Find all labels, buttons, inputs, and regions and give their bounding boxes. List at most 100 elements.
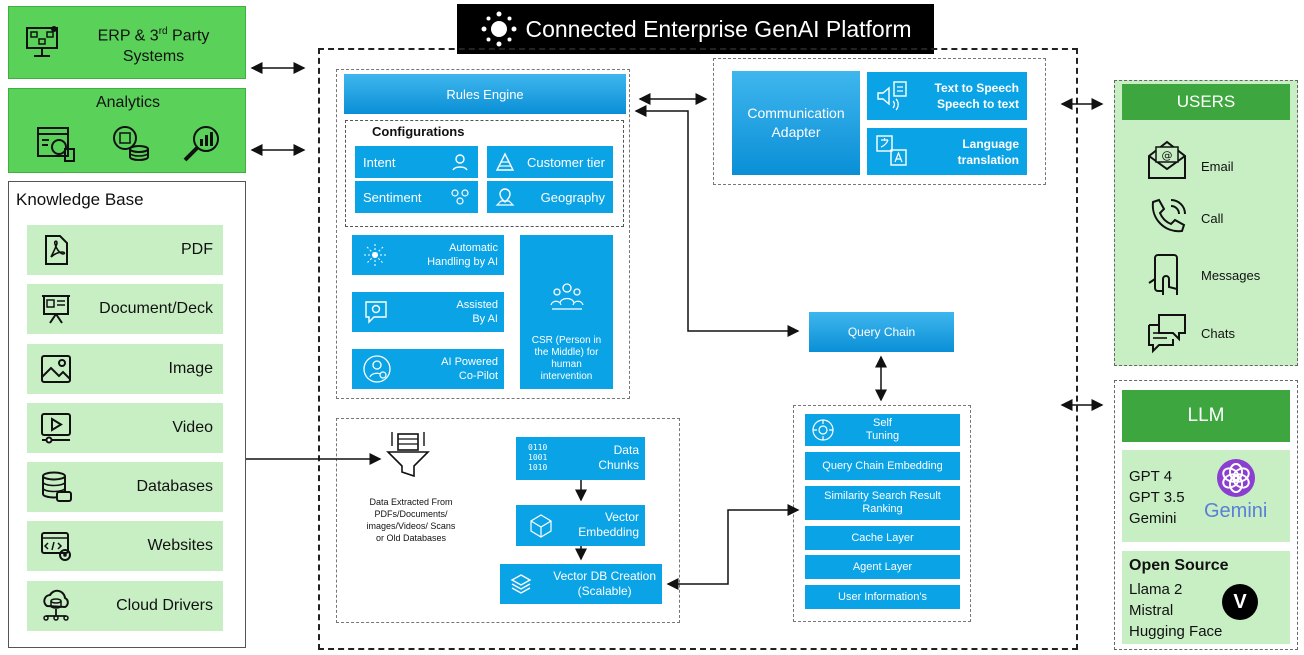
analytics-box: Analytics [8, 88, 246, 173]
kb-item-websites: Websites [27, 521, 223, 571]
translate-icon [876, 135, 907, 166]
v-logo-letter: V [1233, 590, 1247, 613]
rules-engine-label: Rules Engine [446, 86, 524, 102]
erp-sup: rd [158, 26, 168, 37]
kb-label-image: Image [168, 360, 213, 377]
pdf-icon [45, 235, 68, 265]
knowledge-base-title: Knowledge Base [16, 190, 144, 209]
binary-l3: 1010 [528, 463, 548, 472]
v-logo-icon: V [1222, 584, 1258, 620]
analytics-label: Analytics [95, 94, 161, 111]
stack-agent-label: Agent Layer [852, 560, 913, 573]
video-icon [41, 413, 71, 444]
stack-self-l1: Self [873, 417, 892, 429]
kb-item-cloud: Cloud Drivers [27, 581, 223, 631]
chat-bubbles-icon [1148, 314, 1186, 354]
magnifier-chart-icon [183, 126, 219, 162]
data-extracted-text: Data Extracted From PDFs/Documents/ imag… [356, 496, 466, 544]
stack-cache-label: Cache Layer [851, 531, 914, 544]
binary-l2: 1001 [528, 453, 548, 462]
ai-assisted-l2: By AI [472, 313, 498, 325]
pyramid-icon [495, 152, 515, 171]
website-code-icon [41, 532, 71, 561]
phone-call-icon [1151, 198, 1186, 233]
phone-touch-icon [1148, 254, 1178, 295]
user-messages: Messages [1145, 253, 1260, 297]
person-pin-icon [452, 154, 468, 171]
os-item-2: Mistral [1129, 602, 1174, 619]
ve-l1: Vector [604, 510, 639, 524]
open-source-title: Open Source [1129, 557, 1229, 574]
vector-db-box: Vector DB Creation (Scalable) [500, 564, 662, 604]
gpt-list: GPT 4 GPT 3.5 Gemini [1129, 466, 1185, 529]
vector-embedding-box: Vector Embedding [516, 505, 645, 546]
kb-label-websites: Websites [147, 537, 213, 554]
cfg-sentiment-label: Sentiment [363, 189, 422, 205]
kb-label-video: Video [172, 419, 213, 436]
rules-engine-box: Rules Engine [344, 74, 626, 114]
erp-system-icon [26, 26, 58, 57]
kb-item-databases: Databases [27, 462, 223, 512]
vector-embedding-text: Vector Embedding [578, 510, 639, 540]
stack-sim-l1: Similarity Search Result [824, 490, 941, 502]
tts-box: Text to Speech Speech to text [867, 72, 1027, 120]
data-chunks-text: Data Chunks [598, 443, 639, 473]
llm-title: LLM [1187, 405, 1225, 426]
data-coins-icon [113, 126, 149, 161]
page-title: Connected Enterprise GenAI Platform [525, 15, 912, 42]
emotion-faces-icon [451, 189, 469, 205]
user-email: @ Email [1145, 138, 1234, 182]
erp-line1: ERP & 3 [97, 27, 159, 45]
erp-box: ERP & 3rd Party Systems [8, 6, 246, 79]
csr-l2: the Middle) for [534, 347, 599, 358]
stack-cache: Cache Layer [805, 526, 960, 550]
stack-self-l2: Tuning [865, 430, 900, 442]
users-panel [1114, 80, 1298, 366]
language-box: Language translation [867, 128, 1027, 175]
vdb-l1: Vector DB Creation [553, 569, 656, 583]
communication-adapter-box: Communication Adapter [732, 71, 860, 175]
user-chats-label: Chats [1201, 325, 1235, 341]
tts-text: Text to Speech Speech to text [935, 80, 1019, 112]
os-item-3: Hugging Face [1129, 623, 1223, 640]
cfg-geography: Geography [487, 181, 613, 213]
chunks-l1: Data [613, 443, 639, 457]
kb-label-document: Document/Deck [99, 300, 213, 317]
ai-box-assisted: Assisted By AI [352, 292, 504, 332]
query-chain-label: Query Chain [847, 325, 916, 339]
database-icon [42, 471, 72, 502]
open-source-box: Open Source Llama 2 Mistral Hugging Face… [1122, 551, 1290, 644]
os-item-1: Llama 2 [1129, 581, 1183, 598]
cfg-sentiment: Sentiment [355, 181, 478, 213]
agent-badge-icon [363, 355, 391, 383]
svg-text:@: @ [1162, 149, 1173, 162]
user-email-label: Email [1201, 158, 1234, 174]
kb-label-pdf: PDF [181, 241, 213, 258]
rules-engine-group [336, 69, 630, 399]
lang-l1: Language [962, 137, 1019, 151]
stack-user-info: User Information's [805, 585, 960, 609]
csr-text: CSR (Person in the Middle) for human int… [520, 335, 613, 383]
ai-assisted-l1: Assisted [456, 299, 498, 311]
sun-network-icon [481, 11, 517, 47]
stack-agent: Agent Layer [805, 555, 960, 579]
brain-gear-icon [812, 419, 834, 441]
ai-automatic-l1: Automatic [449, 242, 498, 254]
kb-item-image: Image [27, 344, 223, 394]
kb-label-databases: Databases [136, 478, 214, 495]
gpt-item-1: GPT 4 [1129, 468, 1173, 485]
open-source-list: Llama 2 Mistral Hugging Face [1129, 579, 1222, 642]
extracted-l2: PDFs/Documents/ [374, 509, 448, 519]
ve-l2: Embedding [578, 525, 639, 539]
ai-copilot-l2: Co-Pilot [458, 370, 498, 382]
extracted-l3: images/Videos/ Scans [366, 521, 456, 531]
data-chunks-box: 0110 1001 1010 Data Chunks [516, 437, 645, 480]
language-text: Language translation [958, 136, 1019, 168]
cfg-customer-tier: Customer tier [487, 146, 613, 178]
cfg-intent: Intent [355, 146, 478, 178]
filter-funnel-icon [386, 432, 430, 478]
users-title: USERS [1176, 92, 1236, 111]
chat-gear-icon [365, 301, 387, 324]
